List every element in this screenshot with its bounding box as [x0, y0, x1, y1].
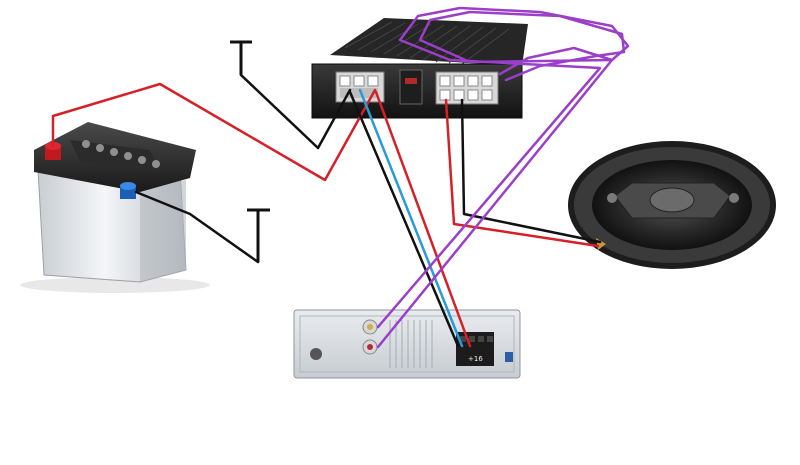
speaker — [568, 141, 776, 269]
connector-label: +16 — [468, 355, 483, 363]
head-unit-rca-out — [362, 319, 378, 355]
wire-speaker-positive — [444, 98, 600, 248]
amp-speaker-terminals — [435, 71, 499, 105]
wire-power — [51, 82, 377, 182]
ground-symbol-amp — [230, 40, 252, 75]
ground-symbol-battery — [247, 208, 270, 262]
wire-ground-battery — [134, 190, 260, 264]
wires — [51, 6, 630, 349]
battery-negative-terminal — [120, 182, 136, 199]
amplifier — [311, 18, 528, 119]
wire-remote — [358, 88, 464, 348]
wire-headunit-ground — [348, 90, 460, 348]
wire-rca-left — [376, 6, 630, 329]
car-battery — [20, 122, 210, 293]
amp-power-terminals — [335, 71, 385, 103]
wire-headunit-power — [374, 90, 472, 348]
head-unit: +16 — [293, 309, 521, 379]
head-unit-iso-connector: +16 — [456, 332, 494, 366]
wire-speaker-negative — [460, 98, 602, 244]
amp-indicator — [399, 69, 423, 105]
wire-ground-amp — [239, 73, 352, 150]
wire-rca-right — [376, 10, 626, 349]
